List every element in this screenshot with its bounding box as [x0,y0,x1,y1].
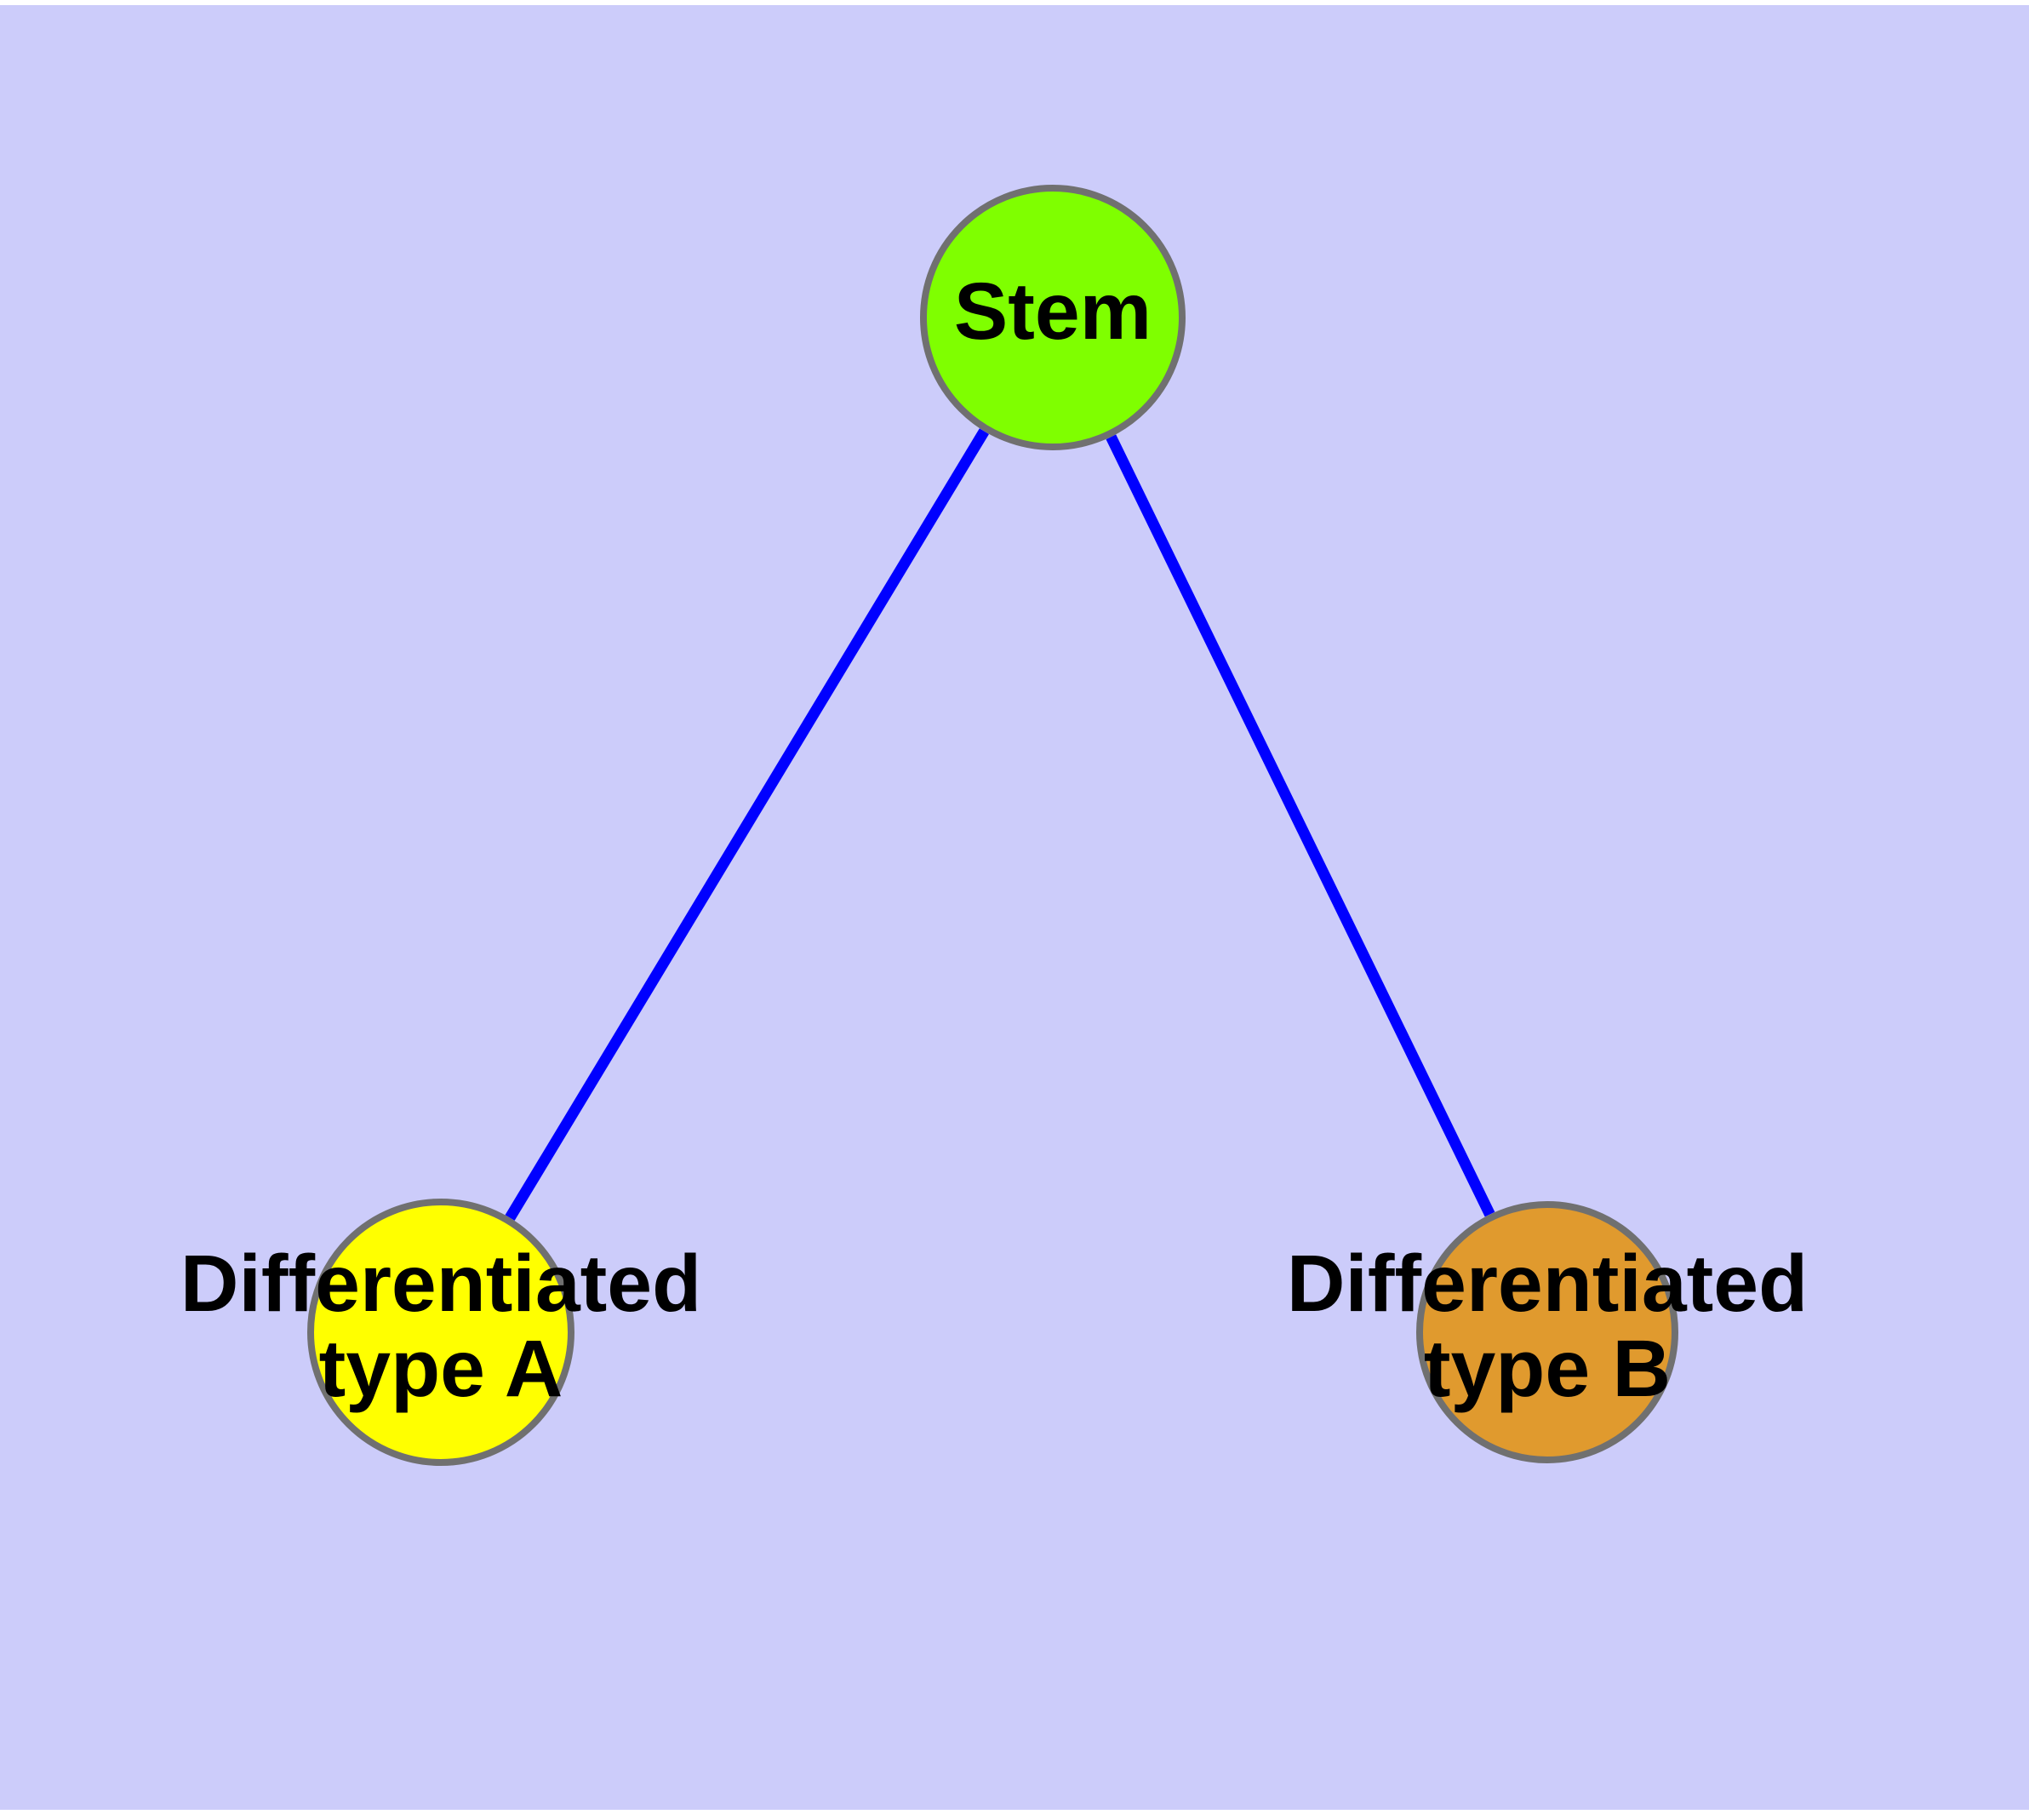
edges-layer [505,428,1495,1221]
node-diff_a[interactable] [307,1199,574,1466]
node-stem[interactable] [920,185,1186,450]
node-label-line: type B [1424,1324,1671,1414]
node-label-line: Differentiated [1287,1239,1808,1329]
edge-stem-diff_a[interactable] [505,428,989,1221]
edge-stem-diff_b[interactable] [1106,434,1495,1217]
node-label-line: type A [319,1324,563,1414]
node-label-line: Differentiated [180,1239,701,1329]
node-label-line: Stem [954,266,1152,357]
node-diff_b[interactable] [1416,1201,1678,1463]
node-label-stem: Stem [954,266,1152,357]
nodes-layer [307,185,1678,1466]
